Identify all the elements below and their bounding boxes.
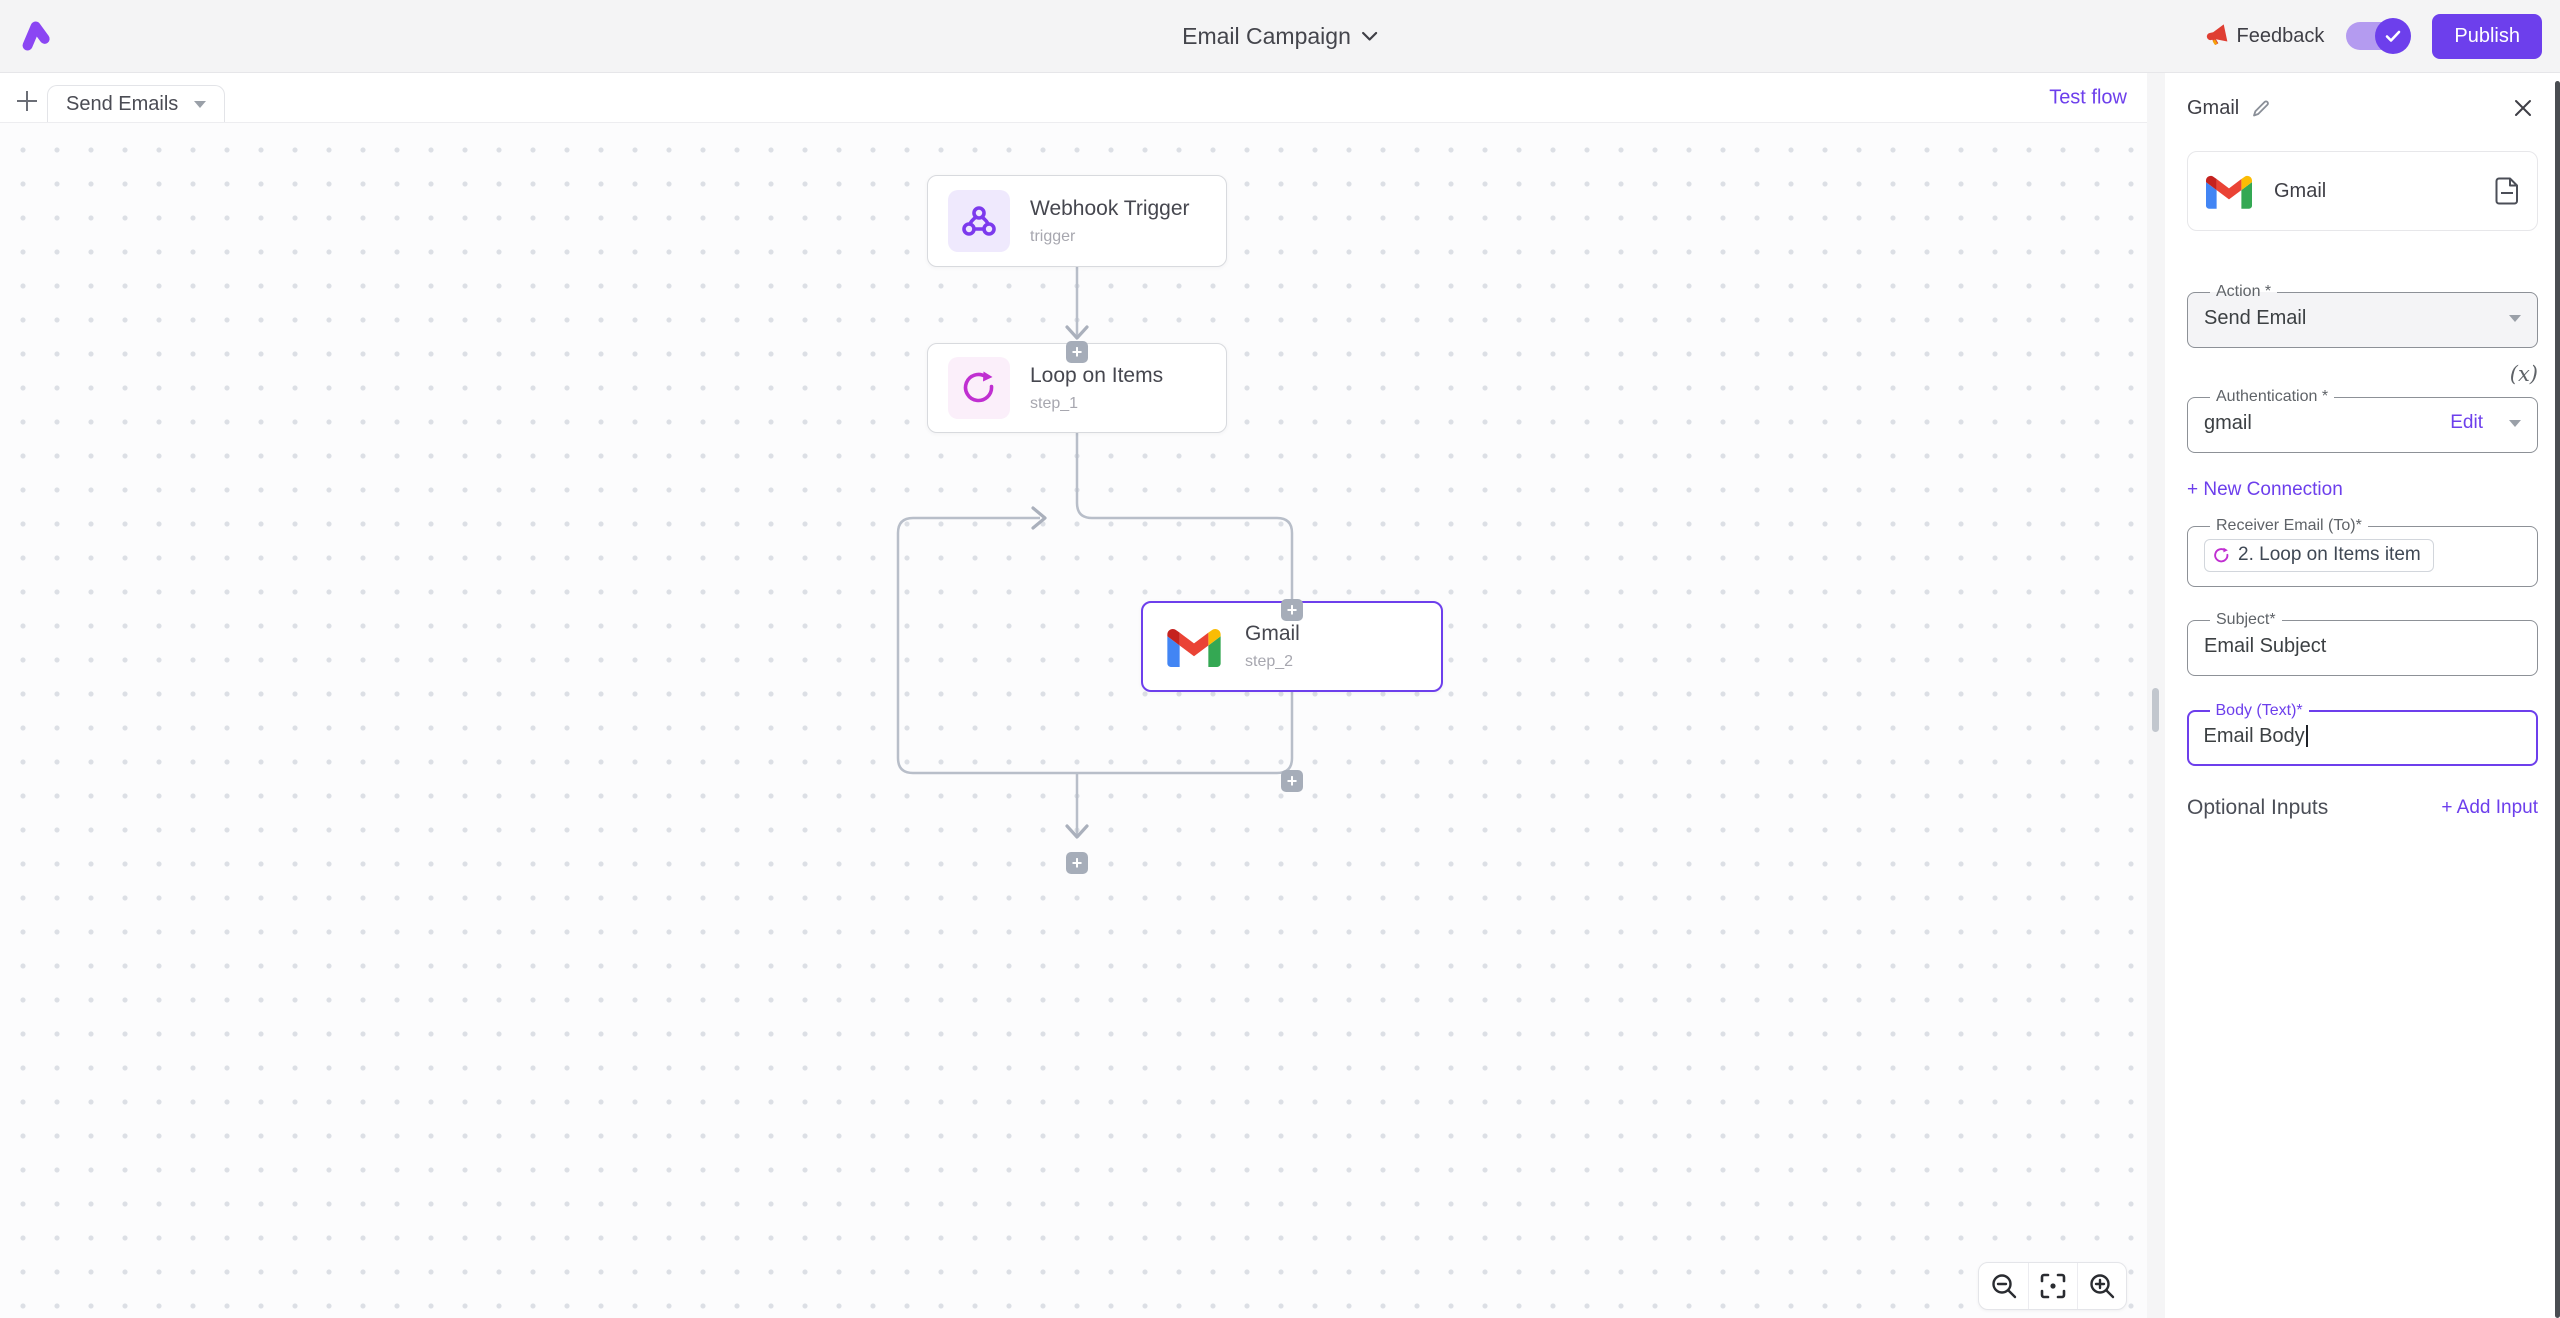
feedback-button[interactable]: Feedback bbox=[2205, 24, 2325, 48]
action-select[interactable]: Action * Send Email bbox=[2187, 283, 2538, 348]
body-text-value: Email Body bbox=[2203, 724, 2305, 747]
flow-tab-bar: Send Emails Test flow bbox=[0, 73, 2147, 123]
authentication-select[interactable]: Authentication * gmail Edit bbox=[2187, 388, 2538, 453]
pencil-icon[interactable] bbox=[2251, 98, 2271, 118]
node-title: Webhook Trigger bbox=[1030, 196, 1190, 220]
subject-label: Subject* bbox=[2216, 611, 2276, 628]
panel-title: Gmail bbox=[2187, 96, 2240, 119]
optional-inputs-row: Optional Inputs + Add Input bbox=[2187, 796, 2538, 820]
test-flow-button[interactable]: Test flow bbox=[2049, 86, 2127, 108]
zoom-out-icon bbox=[1991, 1274, 2016, 1299]
node-loop-on-items[interactable]: Loop on Items step_1 bbox=[927, 343, 1227, 433]
close-panel-button[interactable] bbox=[2508, 93, 2538, 123]
panel-scrollbar[interactable] bbox=[2555, 81, 2560, 1318]
subject-value: Email Subject bbox=[2204, 634, 2327, 657]
flow-connectors bbox=[896, 267, 1294, 839]
piece-info-card: Gmail bbox=[2187, 151, 2538, 231]
receiver-email-field[interactable]: Receiver Email (To)* 2. Loop on Items it… bbox=[2187, 517, 2538, 587]
node-title: Gmail bbox=[1245, 622, 1300, 645]
loop-item-token-chip[interactable]: 2. Loop on Items item bbox=[2204, 539, 2434, 572]
flow-enabled-toggle[interactable] bbox=[2346, 18, 2412, 54]
close-icon bbox=[2515, 100, 2531, 116]
body-text-label: Body (Text)* bbox=[2215, 702, 2303, 719]
panel-header: Gmail bbox=[2187, 73, 2538, 123]
step-settings-panel: Gmail Gmail bbox=[2165, 73, 2560, 1318]
add-input-button[interactable]: + Add Input bbox=[2441, 796, 2538, 818]
publish-button[interactable]: Publish bbox=[2432, 13, 2542, 59]
authentication-value: gmail bbox=[2204, 411, 2252, 434]
add-step-button[interactable]: + bbox=[1281, 599, 1303, 621]
document-icon bbox=[2495, 177, 2518, 205]
zoom-in-button[interactable] bbox=[2077, 1263, 2126, 1309]
action-value: Send Email bbox=[2204, 306, 2307, 329]
flow-title: Email Campaign bbox=[1182, 22, 1351, 49]
webhook-icon bbox=[948, 190, 1010, 252]
receiver-email-label: Receiver Email (To)* bbox=[2216, 517, 2362, 534]
zoom-in-icon bbox=[2090, 1274, 2115, 1299]
main-area: Send Emails Test flow + + + + bbox=[0, 73, 2560, 1318]
toggle-knob bbox=[2375, 18, 2412, 54]
node-webhook-trigger[interactable]: Webhook Trigger trigger bbox=[927, 175, 1227, 267]
flow-tab-label: Send Emails bbox=[66, 92, 179, 115]
edit-connection-button[interactable]: Edit bbox=[2450, 412, 2483, 433]
canvas-zoom-controls bbox=[1978, 1262, 2127, 1310]
docs-button[interactable] bbox=[2495, 177, 2519, 205]
flow-tab-send-emails[interactable]: Send Emails bbox=[47, 85, 226, 122]
gmail-icon bbox=[1163, 616, 1225, 678]
action-label: Action * bbox=[2216, 283, 2272, 300]
flow-title-menu[interactable]: Email Campaign bbox=[1182, 23, 1378, 50]
fit-view-button[interactable] bbox=[2028, 1263, 2077, 1309]
caret-down-icon bbox=[2509, 419, 2521, 427]
authentication-label: Authentication * bbox=[2216, 388, 2329, 405]
check-icon bbox=[2386, 30, 2401, 42]
node-step-name: step_1 bbox=[1030, 394, 1079, 412]
caret-down-icon bbox=[2509, 314, 2521, 322]
dynamic-value-row: (x) bbox=[2187, 362, 2538, 386]
node-step-name: step_2 bbox=[1245, 653, 1294, 670]
flow-canvas[interactable]: Send Emails Test flow + + + + bbox=[0, 73, 2147, 1318]
activepieces-logo-icon[interactable] bbox=[16, 14, 60, 58]
piece-name: Gmail bbox=[2274, 179, 2327, 202]
zoom-out-button[interactable] bbox=[1979, 1263, 2028, 1309]
subject-field[interactable]: Subject* Email Subject bbox=[2187, 611, 2538, 676]
variable-icon[interactable]: (x) bbox=[2509, 362, 2538, 386]
top-bar: Email Campaign Feedback Publish bbox=[0, 0, 2560, 73]
add-step-button[interactable]: + bbox=[1066, 341, 1088, 363]
node-step-name: trigger bbox=[1030, 227, 1076, 245]
chip-label: 2. Loop on Items item bbox=[2238, 544, 2421, 565]
fit-view-icon bbox=[2040, 1273, 2066, 1299]
gmail-icon bbox=[2206, 175, 2252, 209]
topbar-actions: Feedback Publish bbox=[2205, 13, 2542, 59]
node-title: Loop on Items bbox=[1030, 363, 1164, 387]
feedback-label: Feedback bbox=[2236, 24, 2325, 47]
panel-resize-gutter[interactable] bbox=[2147, 73, 2165, 1318]
optional-inputs-label: Optional Inputs bbox=[2187, 795, 2329, 819]
loop-icon bbox=[948, 357, 1010, 419]
plus-icon bbox=[17, 91, 37, 111]
body-text-field[interactable]: Body (Text)* Email Body bbox=[2187, 702, 2538, 766]
add-step-button[interactable]: + bbox=[1281, 770, 1303, 792]
text-caret bbox=[2305, 725, 2308, 747]
new-connection-button[interactable]: + New Connection bbox=[2187, 479, 2343, 500]
loop-icon bbox=[2214, 547, 2229, 562]
add-step-button[interactable]: + bbox=[1066, 852, 1088, 874]
chevron-down-icon bbox=[1361, 31, 1377, 41]
caret-down-icon bbox=[194, 100, 207, 108]
add-flow-button[interactable] bbox=[10, 84, 44, 118]
drag-handle[interactable] bbox=[2152, 688, 2159, 732]
megaphone-icon bbox=[2206, 24, 2227, 46]
